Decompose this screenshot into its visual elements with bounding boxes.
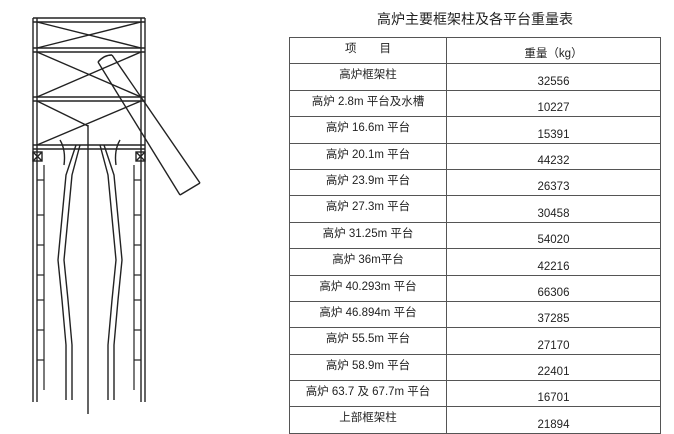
row-item: 高炉 63.7 及 67.7m 平台 bbox=[289, 380, 447, 408]
row-weight: 16701 bbox=[446, 380, 661, 408]
row-weight: 66306 bbox=[446, 274, 661, 302]
header-item: 项 目 bbox=[289, 36, 447, 65]
row-item: 高炉 2.8m 平台及水槽 bbox=[289, 89, 447, 118]
row-item: 高炉 27.3m 平台 bbox=[289, 195, 447, 223]
row-item: 高炉 23.9m 平台 bbox=[289, 168, 447, 197]
row-item: 高炉 58.9m 平台 bbox=[289, 353, 447, 382]
row-weight: 22401 bbox=[446, 353, 661, 382]
row-weight: 26373 bbox=[446, 168, 661, 197]
row-item: 高炉 20.1m 平台 bbox=[289, 142, 447, 170]
row-weight: 27170 bbox=[446, 327, 661, 355]
row-weight: 44232 bbox=[446, 142, 661, 170]
row-weight: 54020 bbox=[446, 221, 661, 250]
header-weight: 重量（kg） bbox=[446, 36, 661, 65]
row-item: 高炉 31.25m 平台 bbox=[289, 221, 447, 250]
row-item: 高炉 46.894m 平台 bbox=[289, 300, 447, 329]
row-item: 高炉 40.293m 平台 bbox=[289, 274, 447, 302]
row-item: 高炉 16.6m 平台 bbox=[289, 116, 447, 144]
row-item: 上部框架柱 bbox=[289, 406, 447, 434]
row-weight: 32556 bbox=[446, 63, 661, 91]
table-title: 高炉主要框架柱及各平台重量表 bbox=[377, 12, 573, 28]
row-item: 高炉 36m平台 bbox=[289, 248, 447, 276]
row-weight: 42216 bbox=[446, 248, 661, 276]
row-weight: 21894 bbox=[446, 406, 661, 434]
row-weight: 15391 bbox=[446, 116, 661, 144]
row-weight: 30458 bbox=[446, 195, 661, 223]
table-header-row: 项 目 重量（kg） bbox=[289, 36, 661, 65]
row-item: 高炉框架柱 bbox=[289, 63, 447, 91]
row-weight: 10227 bbox=[446, 89, 661, 118]
blast-furnace-frame-drawing bbox=[32, 17, 201, 414]
row-item: 高炉 55.5m 平台 bbox=[289, 327, 447, 355]
row-weight: 37285 bbox=[446, 300, 661, 329]
